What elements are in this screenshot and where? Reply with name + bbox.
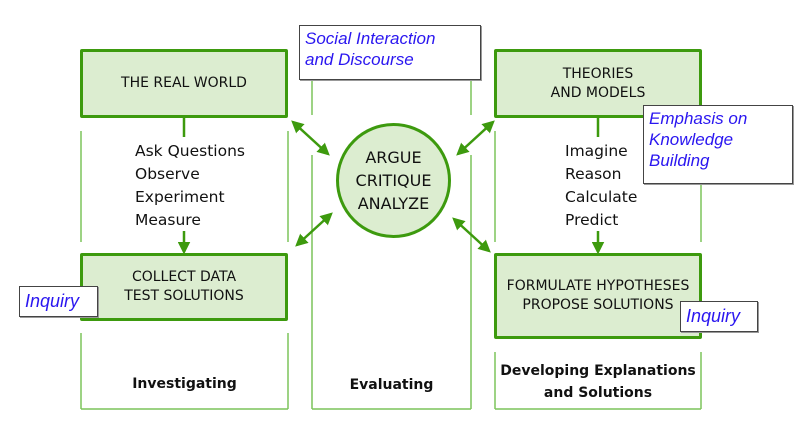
formulate-hypotheses-box: FORMULATE HYPOTHESES PROPOSE SOLUTIONS	[494, 253, 702, 339]
argue-critique-analyze-circle: ARGUE CRITIQUE ANALYZE	[336, 123, 451, 238]
developing-column-bracket	[494, 131, 702, 410]
evaluating-column-bracket	[311, 80, 472, 410]
step-item: Ask Questions	[135, 142, 245, 160]
real-world-box: THE REAL WORLD	[80, 49, 288, 118]
step-item: Predict	[565, 211, 619, 229]
social-interaction-note: Social Interaction and Discourse	[299, 25, 481, 80]
collect-data-label: COLLECT DATA TEST SOLUTIONS	[124, 269, 244, 304]
collect-data-box: COLLECT DATA TEST SOLUTIONS	[80, 253, 288, 321]
double-arrow-top-left	[291, 120, 330, 156]
step-item: Calculate	[565, 188, 638, 206]
investigating-label: Investigating	[132, 376, 237, 392]
theories-models-label: THEORIES AND MODELS	[550, 65, 646, 101]
investigating-steps: Ask Questions Observe Experiment Measure	[135, 140, 245, 232]
developing-label: Developing Explanations and Solutions	[500, 363, 696, 401]
inquiry-note-left: Inquiry	[19, 286, 98, 317]
emphasis-knowledge-note: Emphasis on Knowledge Building	[643, 105, 793, 184]
step-item: Experiment	[135, 188, 225, 206]
theories-models-box: THEORIES AND MODELS	[494, 49, 702, 118]
real-world-label: THE REAL WORLD	[121, 75, 247, 91]
formulate-hypotheses-label: FORMULATE HYPOTHESES PROPOSE SOLUTIONS	[506, 278, 690, 313]
step-item: Observe	[135, 165, 200, 183]
double-arrow-bottom-left	[295, 212, 333, 247]
center-label: ARGUE CRITIQUE ANALYZE	[355, 148, 432, 213]
investigating-column-bracket	[80, 131, 289, 410]
inquiry-note-right: Inquiry	[680, 301, 758, 332]
step-item: Imagine	[565, 142, 628, 160]
double-arrow-top-right	[456, 120, 495, 156]
developing-steps: Imagine Reason Calculate Predict	[565, 140, 637, 232]
evaluating-label: Evaluating	[349, 377, 434, 393]
step-item: Reason	[565, 165, 622, 183]
step-item: Measure	[135, 211, 201, 229]
double-arrow-bottom-right	[452, 217, 491, 253]
